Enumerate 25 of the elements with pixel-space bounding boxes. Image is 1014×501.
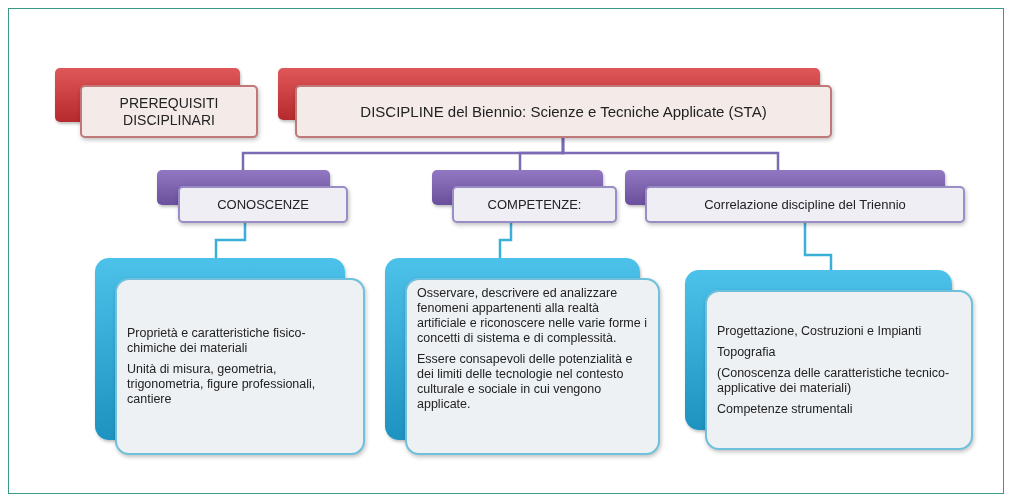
box-text: (Conoscenza delle caratteristiche tecnico-applicative dei materiali)	[717, 365, 951, 396]
connector-line	[803, 223, 833, 270]
box-text: PREREQUISITI DISCIPLINARI	[118, 94, 220, 129]
stacked-box	[278, 68, 832, 138]
box-text: COMPETENZE:	[487, 196, 582, 213]
connector-line	[498, 223, 513, 258]
connector-line	[561, 138, 780, 170]
connector-line	[214, 223, 247, 258]
box-text: Correlazione discipline del Triennio	[704, 196, 906, 213]
stacked-box	[432, 170, 617, 223]
box-text: Topografia	[717, 344, 776, 360]
box-text: Competenze strumentali	[717, 401, 853, 417]
box-text: Proprietà e caratteristiche fisico-chimiche dei materiali	[127, 326, 307, 356]
stacked-box	[625, 170, 965, 223]
box-text: Osservare, descrivere ed analizzare fenomeni appartenenti alla realtà artificiale e riconoscere nelle varie forme i concetti di sistema e di complessità.	[417, 286, 648, 346]
stacked-box	[385, 258, 660, 455]
box-text: CONOSCENZE	[217, 196, 309, 213]
box-text: DISCIPLINE del Biennio: Scienze e Tecniche Applicate (STA)	[360, 102, 767, 121]
box-text: Unità di misura, geometria, trigonometria, figure professionali, cantiere	[127, 362, 317, 407]
stacked-box	[55, 68, 258, 138]
stacked-box	[157, 170, 348, 223]
box-text: Essere consapevoli delle potenzialità e dei limiti delle tecnologie nel contesto culturale e sociale in cui vengono applicate.	[417, 352, 634, 412]
stacked-box	[685, 270, 973, 450]
stacked-box	[95, 258, 365, 455]
box-text: Progettazione, Costruzioni e Impianti	[717, 323, 922, 339]
